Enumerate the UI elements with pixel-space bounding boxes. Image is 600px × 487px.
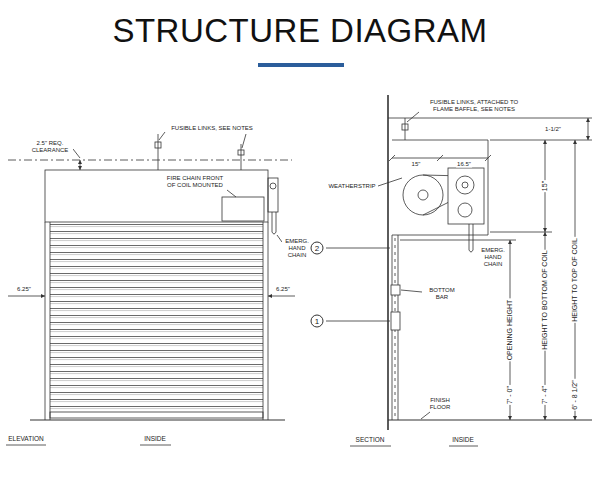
section-view-part (387, 95, 389, 430)
elevation-view-part (50, 222, 51, 420)
dimension-label: 7' - 0" (506, 385, 514, 405)
part-label: FIRE CHAIN FRONT OF COIL MOUNTED (164, 175, 226, 189)
part-label: EMERG. HAND CHAIN (282, 238, 312, 259)
elevation-view-part (272, 212, 276, 234)
dimension-label: HEIGHT TO BOTTOM OF COIL (541, 249, 549, 350)
elevation-view-part (45, 170, 268, 222)
elevation-view-part (50, 222, 263, 412)
section-view-part (388, 118, 592, 119)
view-title: SECTION (355, 436, 386, 443)
section-view-part (350, 446, 391, 447)
part-label: BOTTOM BAR (423, 287, 461, 301)
section-view-part (418, 190, 428, 200)
note-label: FUSIBLE LINKS, SEE NOTES (170, 125, 254, 132)
section-view-part (326, 321, 390, 322)
elevation-view-part (227, 190, 236, 197)
elevation-view-part (241, 144, 242, 170)
section-view-part (437, 155, 443, 161)
elevation-view-part (155, 142, 161, 148)
callout-number: 1 (315, 317, 319, 325)
section-view-part (403, 175, 443, 215)
section-view-part (405, 118, 406, 140)
elevation-view-part (238, 150, 244, 155)
page-title: STRUCTURE DIAGRAM (112, 12, 487, 50)
section-view-part (391, 312, 400, 330)
dimension-label: 15" (541, 180, 549, 192)
elevation-view-part (80, 160, 81, 170)
section-view-part (456, 176, 474, 194)
elevation-view (6, 132, 295, 445)
view-title: INSIDE (451, 436, 475, 443)
dimension-label: HEIGHT TO TOP OF COIL (571, 237, 579, 323)
dimension-label: 6.25" (275, 286, 291, 293)
dimension-label: OPENING HEIGHT (506, 299, 514, 362)
dimension-label: 16.5" (456, 161, 472, 168)
view-title: ELEVATION (7, 435, 45, 442)
elevation-view-part (159, 132, 165, 140)
section-view-part (490, 232, 552, 233)
section-view-part (392, 140, 488, 235)
section-view-part (378, 178, 402, 186)
elevation-view-part (268, 222, 269, 420)
view-title: INSIDE (143, 435, 167, 442)
elevation-view-part (268, 296, 295, 297)
elevation-view-part (73, 149, 80, 158)
elevation-view-part (268, 178, 278, 212)
part-label: WEATHERSTRIP (327, 183, 376, 190)
section-view-part (462, 182, 468, 188)
elevation-view-part (6, 445, 46, 446)
elevation-view-part (30, 419, 285, 420)
part-label: FINISH FLOOR (424, 397, 456, 411)
elevation-view-part (263, 222, 264, 420)
section-view-part (448, 168, 484, 224)
section-view-part (402, 124, 408, 130)
dimension-label: 7' - 4" (541, 385, 549, 405)
section-view-part (326, 248, 390, 249)
section-view-part (389, 155, 395, 161)
section-view-part (485, 155, 491, 161)
section-view-part (421, 412, 430, 419)
part-label: EMERG. HAND CHAIN (478, 247, 508, 268)
elevation-view-part (50, 412, 263, 418)
elevation-view-part (158, 134, 159, 170)
section-view-part (400, 240, 516, 241)
elevation-view-part (45, 222, 46, 420)
section-view-part (469, 224, 473, 252)
elevation-view-part (242, 134, 246, 148)
elevation-view-part (270, 183, 276, 189)
title-underline (258, 63, 344, 67)
section-view-part (407, 112, 419, 122)
note-label: FUSIBLE LINKS, ATTACHED TO FLAME BAFFLE,… (421, 99, 527, 113)
section-view-part (588, 118, 589, 140)
section-view-part (401, 290, 422, 292)
callout-number: 2 (315, 244, 319, 252)
elevation-view-part (8, 296, 45, 297)
section-view-part (449, 446, 478, 447)
dimension-label: 6' - 8 1/2" (571, 379, 579, 411)
dimension-label: 1-1/2" (544, 126, 562, 133)
section-view (326, 95, 592, 446)
elevation-view-part (140, 445, 171, 446)
elevation-view-part (222, 197, 264, 221)
dimension-label: 6.25" (16, 286, 32, 293)
elevation-view-part (8, 160, 292, 161)
section-view-part (391, 285, 400, 295)
dimension-label: 15" (411, 161, 422, 168)
section-view-part (490, 140, 592, 141)
callout-circle: 2 (311, 242, 324, 255)
callout-circle: 1 (311, 315, 324, 328)
section-view-part (388, 419, 592, 420)
dimension-label: 2.5" REQ. CLEARANCE (27, 140, 73, 154)
section-view-part (458, 203, 472, 217)
